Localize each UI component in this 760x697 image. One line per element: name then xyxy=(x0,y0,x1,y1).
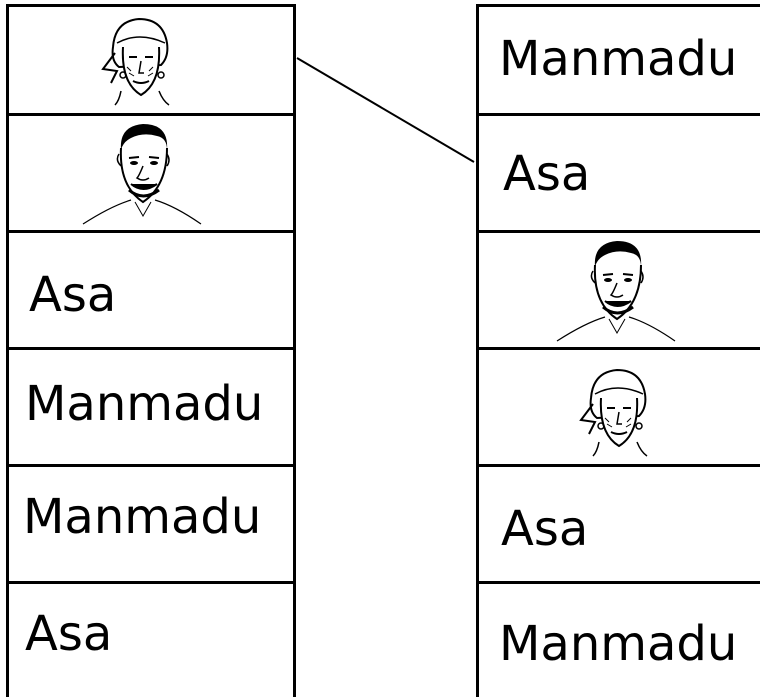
left-cell-text[interactable]: Manmadu xyxy=(9,464,293,581)
left-cell-text[interactable]: Manmadu xyxy=(9,347,293,464)
woman-headscarf-icon xyxy=(577,364,655,458)
left-cell-man[interactable] xyxy=(9,113,293,230)
woman-headscarf-icon xyxy=(99,13,177,107)
right-cell-text[interactable]: Manmadu xyxy=(479,4,760,113)
right-label: Manmadu xyxy=(499,31,738,87)
left-label: Manmadu xyxy=(25,376,264,432)
man-smiling-icon xyxy=(81,120,203,226)
right-cell-text[interactable]: Asa xyxy=(479,464,760,581)
right-cell-text[interactable]: Manmadu xyxy=(479,581,760,697)
left-label: Asa xyxy=(29,267,117,323)
right-label: Manmadu xyxy=(499,616,738,672)
man-smiling-icon xyxy=(555,237,677,343)
right-label: Asa xyxy=(501,501,589,557)
right-cell-woman[interactable] xyxy=(479,347,760,464)
left-cell-text[interactable]: Asa xyxy=(9,230,293,347)
left-column: Asa Manmadu Manmadu Asa xyxy=(6,4,296,697)
left-label: Manmadu xyxy=(23,489,262,545)
left-label: Asa xyxy=(25,606,113,662)
left-cell-woman[interactable] xyxy=(9,4,293,113)
right-cell-text[interactable]: Asa xyxy=(479,113,760,230)
left-cell-text[interactable]: Asa xyxy=(9,581,293,697)
right-label: Asa xyxy=(503,146,591,202)
right-column: Manmadu Asa xyxy=(476,4,760,697)
right-cell-man[interactable] xyxy=(479,230,760,347)
